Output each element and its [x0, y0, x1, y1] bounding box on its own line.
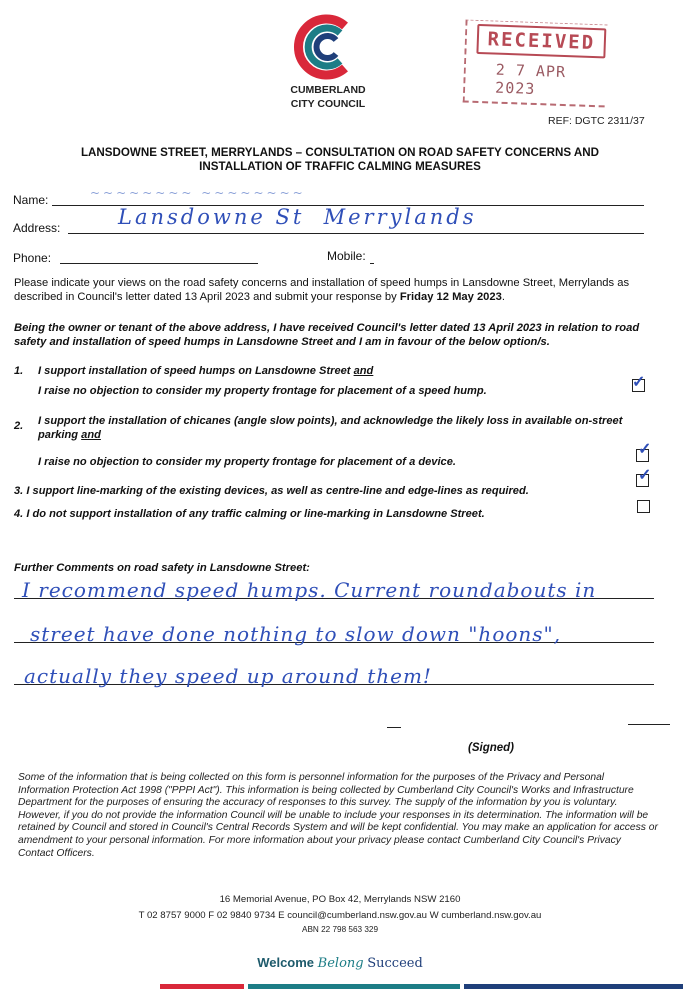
signature-mark	[387, 727, 401, 728]
welcome-slogan: Welcome Belong Succeed	[200, 955, 480, 971]
privacy-notice: Some of the information that is being co…	[18, 772, 658, 859]
footer-abn: ABN 22 798 563 329	[301, 925, 379, 934]
mobile-field-line[interactable]	[370, 263, 374, 264]
document-title: LANSDOWNE STREET, MERRYLANDS – CONSULTAT…	[20, 146, 660, 174]
option-1-line2: I raise no objection to consider my prop…	[38, 385, 487, 397]
title-line1: LANSDOWNE STREET, MERRYLANDS – CONSULTAT…	[80, 146, 600, 159]
address-label: Address:	[13, 221, 61, 235]
reference-number: REF: DGTC 2311/37	[548, 115, 645, 127]
comment-text-2: street have done nothing to slow down "h…	[30, 622, 562, 646]
footer-address: 16 Memorial Avenue, PO Box 42, Merryland…	[219, 894, 461, 905]
option-1-text: I support installation of speed humps on…	[38, 365, 374, 377]
comment-text-3: actually they speed up around them!	[24, 664, 432, 688]
signature-line[interactable]	[628, 724, 670, 725]
slogan-belong: Belong	[317, 956, 364, 971]
phone-field-line[interactable]	[60, 263, 258, 264]
option-2-check-icon: ✓	[638, 441, 652, 458]
council-name-line1: CUMBERLAND	[290, 84, 366, 96]
council-name-line2: CITY COUNCIL	[290, 98, 366, 110]
received-stamp: RECEIVED 2 7 APR 2023	[461, 19, 612, 112]
name-label: Name:	[13, 193, 49, 207]
intro-paragraph: Please indicate your views on the road s…	[14, 276, 654, 304]
option-2-text: I support the installation of chicanes (…	[38, 415, 623, 441]
option-3-check-icon: ✓	[638, 467, 652, 484]
phone-label: Phone:	[13, 251, 52, 265]
option-4-text: 4. I do not support installation of any …	[14, 508, 485, 520]
comment-line-1[interactable]	[14, 598, 654, 599]
intro-end: .	[501, 291, 505, 303]
footer-bar-red	[160, 984, 244, 989]
owner-statement: Being the owner or tenant of the above a…	[14, 322, 640, 348]
footer-bar-navy	[464, 984, 683, 989]
option-4-checkbox[interactable]	[637, 500, 650, 513]
title-line2: INSTALLATION OF TRAFFIC CALMING MEASURES	[199, 160, 481, 173]
footer-contact: T 02 8757 9000 F 02 9840 9734 E council@…	[138, 910, 542, 921]
comment-line-3[interactable]	[14, 684, 654, 685]
comments-label: Further Comments on road safety in Lansd…	[14, 562, 310, 574]
council-logo: CUMBERLAND CITY COUNCIL	[268, 12, 388, 110]
deadline: Friday 12 May 2023	[399, 291, 502, 303]
name-field-line[interactable]	[52, 205, 644, 206]
name-scribble: ~~~~~~~~ ~~~~~~~~	[90, 186, 306, 200]
option-2-line2: I raise no objection to consider my prop…	[38, 456, 456, 468]
intro-text: Please indicate your views on the road s…	[14, 277, 630, 303]
option-1-checkbox[interactable]	[632, 379, 645, 392]
comment-text-1: I recommend speed humps. Current roundab…	[22, 578, 597, 602]
option-3-text: 3. I support line-marking of the existin…	[14, 485, 529, 497]
comment-line-2[interactable]	[14, 642, 654, 643]
footer-bar-teal	[248, 984, 460, 989]
stamp-title: RECEIVED	[476, 23, 607, 59]
slogan-welcome: Welcome	[257, 955, 315, 970]
option-2-number: 2.	[14, 420, 24, 432]
stamp-date: 2 7 APR 2023	[494, 60, 567, 98]
signed-label: (Signed)	[468, 742, 514, 754]
option-2-checkbox[interactable]	[636, 449, 649, 462]
option-3-checkbox[interactable]	[636, 474, 649, 487]
mobile-label: Mobile:	[327, 249, 366, 263]
option-1-number: 1.	[14, 365, 24, 377]
slogan-succeed: Succeed	[367, 956, 423, 971]
option-1-check-icon: ✓	[632, 374, 646, 391]
address-value: Lansdowne St Merrylands	[118, 205, 477, 229]
address-field-line[interactable]	[68, 233, 644, 234]
cumberland-c-logo-icon	[293, 14, 348, 80]
